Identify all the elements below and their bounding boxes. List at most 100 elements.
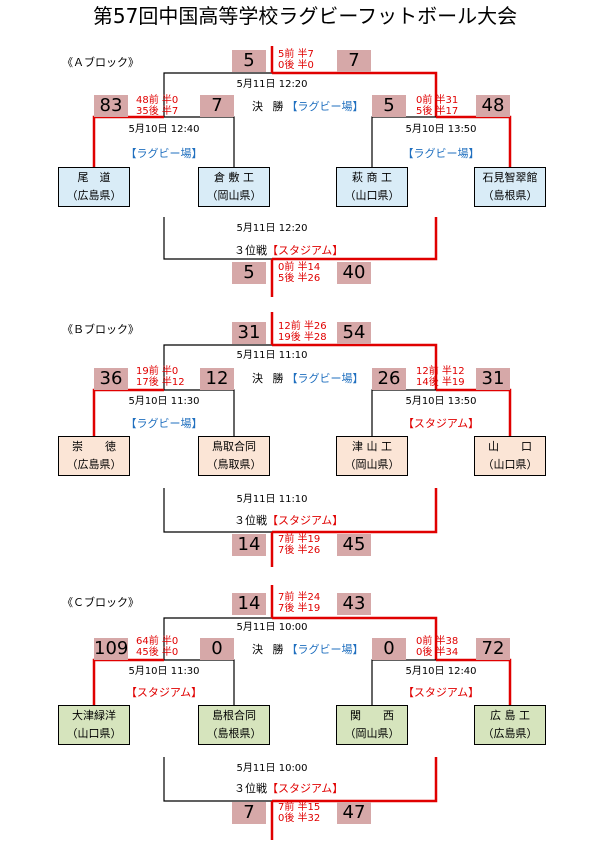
final-left-score: 5 [232, 50, 266, 72]
semi-right-left-score: 0 [372, 638, 406, 660]
semi-left-left-score: 109 [94, 638, 129, 660]
final-bracket-black [163, 72, 272, 117]
page-title: 第57回中国高等学校ラグビーフットボール大会 [92, 4, 518, 28]
team-prefecture: （山口県） [344, 189, 400, 202]
team-name: 大津緑洋 [72, 709, 116, 722]
semi-right-date: 5月10日 12:40 [405, 666, 477, 677]
semi-left-left-score: 36 [94, 368, 128, 390]
team-card: 尾 道 （広島県） [58, 167, 130, 207]
semi-right-right-score: 48 [476, 95, 510, 117]
final-date: 5月11日 11:10 [236, 350, 308, 361]
semi-right-venue: 【ラグビー場】 [402, 147, 480, 160]
team-name: 倉 敷 工 [214, 171, 254, 184]
team-name: 尾 道 [77, 171, 111, 184]
semi-right-red [436, 115, 512, 167]
team-name: 津 山 工 [352, 440, 392, 453]
team-prefecture: （広島県） [66, 458, 122, 471]
semi-left-venue: 【ラグビー場】 [125, 417, 203, 430]
third-bracket-black [163, 757, 272, 802]
final-label: 決 勝【ラグビー場】 [252, 372, 364, 385]
semi-left-right-score: 0 [200, 638, 234, 660]
team-card: 倉 敷 工（岡山県） [198, 167, 270, 207]
semi-right-red [436, 388, 512, 436]
final-right-score: 54 [337, 322, 371, 344]
team-name: 石見智翠館 [482, 171, 538, 184]
semi-left-right-score: 12 [200, 368, 234, 390]
semi-right-left-score: 5 [372, 95, 406, 117]
final-left-score: 14 [232, 593, 266, 615]
semi-left-date: 5月10日 12:40 [128, 124, 200, 135]
team-prefecture: （岡山県） [344, 727, 400, 740]
team-card: 山 口（山口県） [474, 436, 546, 476]
third-label: ３位戦【スタジアム】 [234, 244, 344, 257]
final-bracket-red [272, 343, 438, 390]
third-bracket-black [163, 217, 272, 260]
semi-left-venue: 【スタジアム】 [125, 686, 203, 699]
team-card: 関 西 （岡山県） [336, 705, 408, 745]
third-label: ３位戦【スタジアム】 [234, 782, 344, 795]
semi-left-red [92, 115, 164, 167]
semi-left-red [92, 388, 164, 436]
third-left-score: 14 [232, 534, 266, 556]
semi-left-black [164, 116, 235, 167]
third-bracket-red [272, 757, 438, 803]
semi-right-black [371, 116, 436, 167]
team-card: 島根合同（島根県） [198, 705, 270, 745]
team-prefecture: （島根県） [482, 189, 538, 202]
semi-left-right-score: 7 [200, 95, 234, 117]
block-a-label: 《Ａブロック》 [62, 56, 139, 69]
semi-right-venue: 【スタジアム】 [402, 417, 480, 430]
third-right-score: 45 [337, 534, 371, 556]
third-right-score: 47 [337, 802, 371, 824]
team-name: 萩 商 工 [352, 171, 392, 184]
team-card: 萩 商 工 （山口県） [336, 167, 408, 207]
semi-right-black [371, 659, 436, 705]
final-date: 5月11日 10:00 [236, 622, 308, 633]
team-prefecture: （岡山県） [344, 458, 400, 471]
semi-left-venue: 【ラグビー場】 [125, 147, 203, 160]
final-bracket-red [272, 616, 438, 660]
team-prefecture: （島根県） [206, 727, 262, 740]
final-right-score: 43 [337, 593, 371, 615]
semi-right-black [371, 389, 436, 436]
team-name: 鳥取合同 [212, 440, 256, 453]
semi-left-date: 5月10日 11:30 [128, 666, 200, 677]
team-prefecture: （山口県） [482, 458, 538, 471]
semi-right-venue: 【スタジアム】 [402, 686, 480, 699]
final-right-score: 7 [337, 50, 371, 72]
team-card: 大津緑洋 （山口県） [58, 705, 130, 745]
semi-right-red [436, 658, 512, 705]
final-bracket-red [272, 71, 438, 117]
team-prefecture: （広島県） [482, 727, 538, 740]
semi-right-left-score: 26 [372, 368, 406, 390]
team-card: 石見智翠館 （島根県） [474, 167, 546, 207]
semi-right-right-score: 31 [476, 368, 510, 390]
final-left-score: 31 [232, 322, 266, 344]
team-card: 広 島 工（広島県） [474, 705, 546, 745]
team-name: 関 西 [350, 709, 394, 722]
final-bracket-black [163, 617, 272, 660]
third-bracket-red [272, 488, 438, 534]
third-date: 5月11日 10:00 [236, 763, 308, 774]
team-prefecture: （山口県） [66, 727, 122, 740]
team-prefecture: （鳥取県） [206, 458, 262, 471]
final-label: 決 勝【ラグビー場】 [252, 643, 364, 656]
team-prefecture: （広島県） [66, 189, 122, 202]
third-label: ３位戦【スタジアム】 [234, 514, 344, 527]
semi-left-left-score: 83 [94, 95, 128, 117]
team-card: 津 山 工 （岡山県） [336, 436, 408, 476]
semi-right-right-score: 72 [476, 638, 510, 660]
third-date: 5月11日 11:10 [236, 494, 308, 505]
team-card: 鳥取合同 （鳥取県） [198, 436, 270, 476]
final-date: 5月11日 12:20 [236, 79, 308, 90]
semi-left-black [164, 389, 235, 436]
block-b-label: 《Ｂブロック》 [62, 323, 139, 336]
block-a-lines [92, 46, 512, 297]
